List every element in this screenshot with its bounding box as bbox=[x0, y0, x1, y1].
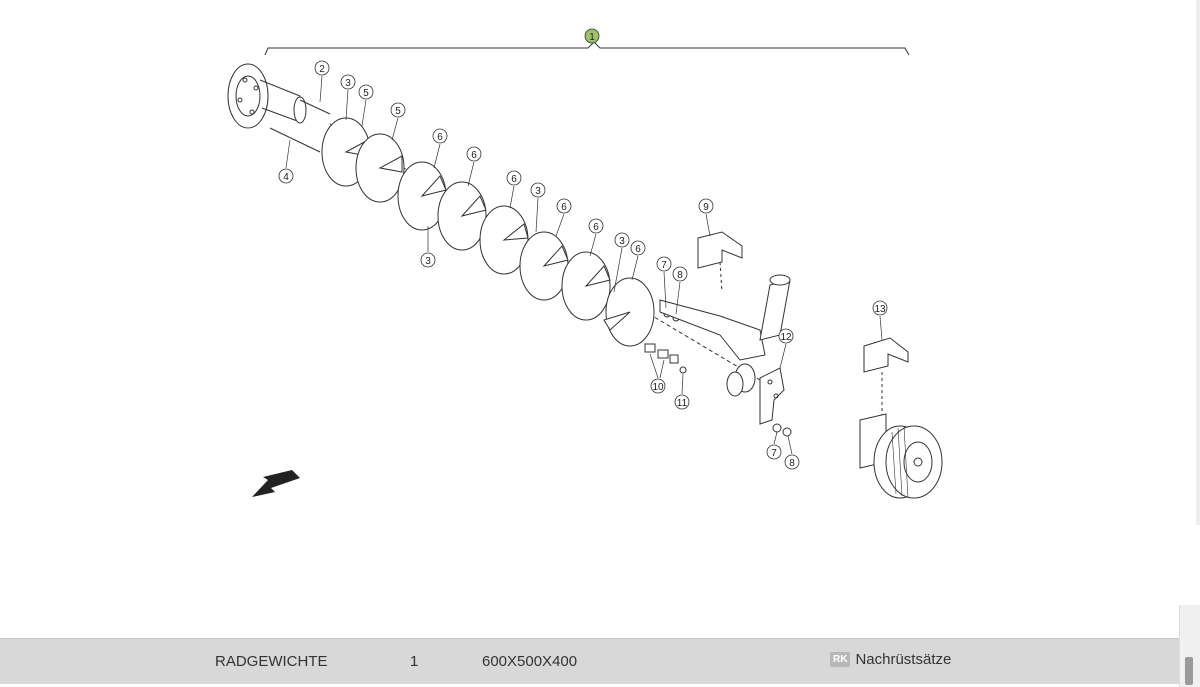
callout-label: 9 bbox=[703, 202, 709, 213]
diagram-canvas: 1 2 3 4 5 3 5 6 6 6 bbox=[227, 28, 943, 499]
callout-label: 6 bbox=[635, 244, 641, 255]
parts-table-row[interactable]: RADGEWICHTE 1 600X500X400 RK Nachrüstsät… bbox=[0, 638, 1180, 684]
callout-1-highlight[interactable] bbox=[584, 28, 600, 44]
callout-label: 3 bbox=[345, 78, 351, 89]
callout-label: 1 bbox=[589, 32, 595, 43]
callout-label: 13 bbox=[874, 304, 886, 315]
callout-label: 2 bbox=[319, 64, 325, 75]
leader-lines bbox=[285, 75, 883, 455]
arrow-down-left-icon bbox=[252, 470, 300, 497]
callout-label: 3 bbox=[619, 236, 625, 247]
callout-label: 11 bbox=[677, 398, 688, 409]
callout-label: 6 bbox=[511, 174, 517, 185]
scrollbar-thumb[interactable] bbox=[1185, 657, 1193, 685]
bolt-4 bbox=[269, 127, 321, 153]
axle-arm bbox=[659, 274, 791, 397]
callout-label: 10 bbox=[652, 382, 664, 393]
disc-6c bbox=[479, 205, 529, 275]
disc-6e bbox=[561, 251, 611, 321]
callout-label: 8 bbox=[677, 270, 683, 281]
vertical-scrollbar[interactable] bbox=[1179, 605, 1200, 687]
bracket-13 bbox=[863, 337, 909, 418]
support-wheel bbox=[859, 413, 943, 499]
bracket-12 bbox=[759, 367, 785, 425]
part-type: RK Nachrüstsätze bbox=[830, 651, 951, 668]
disc-6f bbox=[603, 277, 655, 347]
part-quantity: 1 bbox=[410, 653, 419, 670]
callout-label: 5 bbox=[363, 88, 369, 99]
callout-label: 7 bbox=[771, 448, 777, 459]
callout-label: 4 bbox=[283, 172, 289, 183]
callouts: 1 2 3 4 5 3 5 6 6 6 bbox=[278, 28, 888, 470]
callout-label: 7 bbox=[661, 260, 667, 271]
callout-label: 5 bbox=[395, 106, 401, 117]
disc-6d bbox=[519, 231, 569, 301]
callout-label: 8 bbox=[789, 458, 795, 469]
callout-label: 3 bbox=[535, 186, 541, 197]
callout-label: 6 bbox=[593, 222, 599, 233]
callout-label: 6 bbox=[561, 202, 567, 213]
wheel-hub bbox=[227, 63, 307, 129]
callout-label: 3 bbox=[425, 256, 431, 267]
callout-label: 6 bbox=[471, 150, 477, 161]
diagram-scroll-edge bbox=[1196, 0, 1200, 525]
exploded-parts-diagram: 1 2 3 4 5 3 5 6 6 6 bbox=[227, 28, 943, 499]
weight-discs bbox=[321, 117, 655, 347]
part-type-label: Nachrüstsätze bbox=[855, 651, 952, 668]
disc-6b bbox=[437, 181, 487, 251]
callout-label: 6 bbox=[437, 132, 443, 143]
callout-label: 12 bbox=[780, 332, 792, 343]
rk-badge-icon: RK bbox=[830, 652, 851, 667]
bracket-9 bbox=[697, 231, 743, 293]
bolt-2 bbox=[299, 99, 331, 115]
part-dimensions: 600X500X400 bbox=[482, 653, 578, 670]
assembly-bracket bbox=[264, 41, 910, 56]
disc-5b bbox=[355, 133, 405, 203]
part-name: RADGEWICHTE bbox=[215, 653, 328, 670]
